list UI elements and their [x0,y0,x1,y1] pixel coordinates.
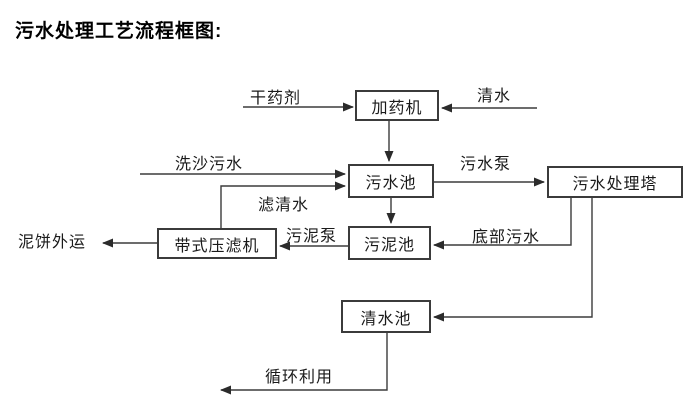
page-title: 污水处理工艺流程框图: [15,21,223,42]
flow-label-sand-washing-sewage: 洗沙污水 [175,156,244,173]
node-dosing-machine: 加药机 [355,90,439,121]
node-sewage-pool: 污水池 [348,164,434,198]
flow-label-sewage-pump: 污水泵 [460,156,512,173]
flow-label-sludge-pump: 污泥泵 [286,228,338,245]
flow-label-recycling: 循环利用 [265,369,334,386]
node-sludge-pool: 污泥池 [348,226,431,260]
flow-label-filtered-water: 滤清水 [258,197,310,214]
edge-clear-water-pool-to-recycle [220,333,388,395]
flow-label-mud-cake-out: 泥饼外运 [18,234,87,251]
node-belt-filter-press: 带式压滤机 [157,228,277,259]
edge-filtered-water-to-sewage-pool [220,181,346,228]
flow-label-dry-chemical: 干药剂 [250,90,302,107]
node-treatment-tower: 污水处理塔 [547,166,683,198]
edge-bottom-sewage-to-sludge-pool [433,198,572,250]
node-clear-water-pool: 清水池 [341,300,431,333]
edge-tower-to-clear-water-pool [433,198,593,322]
flow-label-bottom-sewage: 底部污水 [472,229,541,246]
flow-label-clear-water: 清水 [477,88,512,105]
